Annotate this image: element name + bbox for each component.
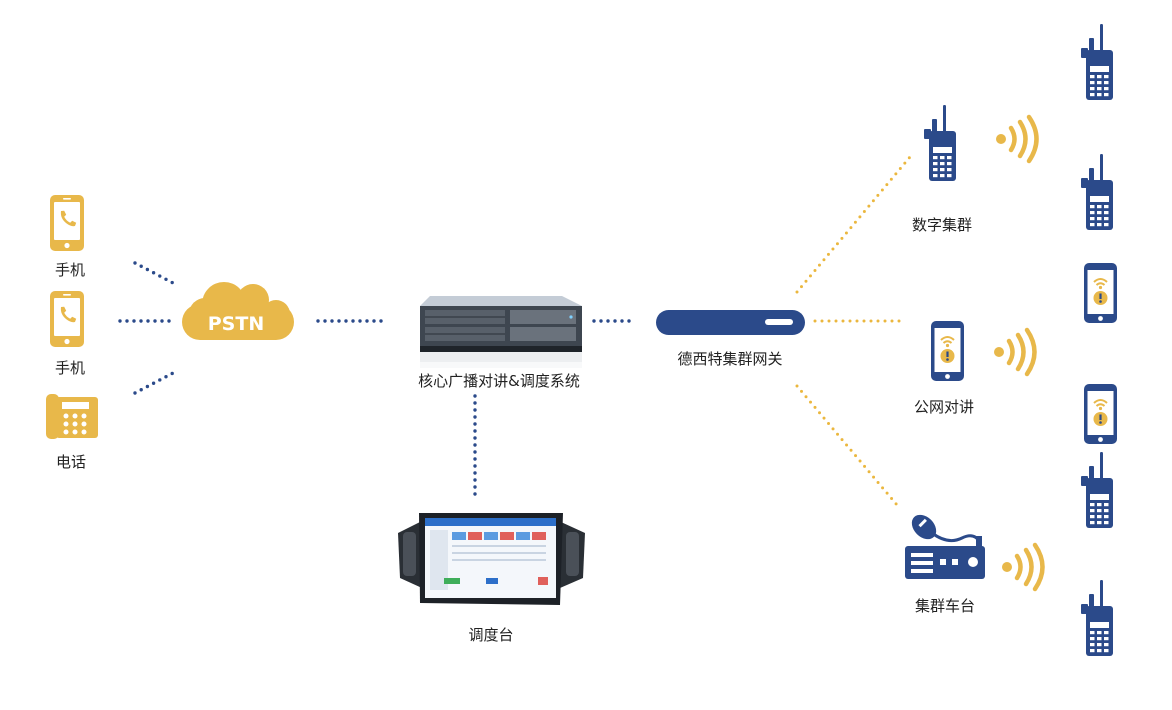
pstn-label: PSTN	[208, 313, 264, 335]
gateway-icon	[656, 310, 805, 335]
walkie-talkie-icon	[1081, 154, 1113, 230]
gateway-label: 德西特集群网关	[677, 350, 782, 368]
node-digital: 数字集群	[912, 105, 1037, 234]
landline-label: 电话	[56, 453, 86, 471]
telephone-icon	[46, 394, 98, 439]
node-vehicle: 集群车台	[905, 514, 1043, 615]
vehicle-radio-icon	[905, 514, 985, 579]
digital-label: 数字集群	[912, 216, 972, 234]
walkie-talkie-icon	[924, 105, 956, 181]
phone1-label: 手机	[55, 261, 85, 279]
radio-waves-icon	[1002, 545, 1043, 589]
node-phone1: 手机	[50, 195, 85, 279]
public-label: 公网对讲	[914, 398, 974, 416]
cloud-icon	[182, 282, 294, 340]
link-gateway-vehicle	[795, 384, 899, 507]
node-console: 调度台	[398, 513, 585, 644]
node-core: 核心广播对讲&调度系统	[418, 296, 582, 390]
terminal-devices	[1081, 24, 1118, 656]
walkie-talkie-icon	[1081, 24, 1113, 100]
server-icon	[420, 296, 582, 368]
radio-waves-icon	[996, 117, 1037, 161]
core-label: 核心广播对讲&调度系统	[418, 372, 580, 390]
vehicle-label: 集群车台	[915, 597, 975, 615]
node-public: 公网对讲	[914, 320, 1035, 416]
node-landline: 电话	[46, 394, 98, 471]
mobile-phone-icon	[50, 291, 84, 347]
link-gateway-digital	[795, 155, 912, 294]
poc-phone-icon	[1083, 262, 1118, 324]
phone2-label: 手机	[55, 359, 85, 377]
node-pstn: PSTN	[182, 282, 294, 340]
console-label: 调度台	[468, 626, 513, 644]
link-landline-pstn	[133, 370, 177, 395]
dispatch-console-icon	[398, 513, 585, 605]
node-phone2: 手机	[50, 291, 85, 377]
link-phone1-pstn	[133, 261, 177, 286]
poc-phone-icon	[930, 320, 965, 382]
poc-phone-icon	[1083, 383, 1118, 445]
walkie-talkie-icon	[1081, 452, 1113, 528]
mobile-phone-icon	[50, 195, 84, 251]
radio-waves-icon	[994, 330, 1035, 374]
node-gateway: 德西特集群网关	[656, 310, 805, 368]
walkie-talkie-icon	[1081, 580, 1113, 656]
